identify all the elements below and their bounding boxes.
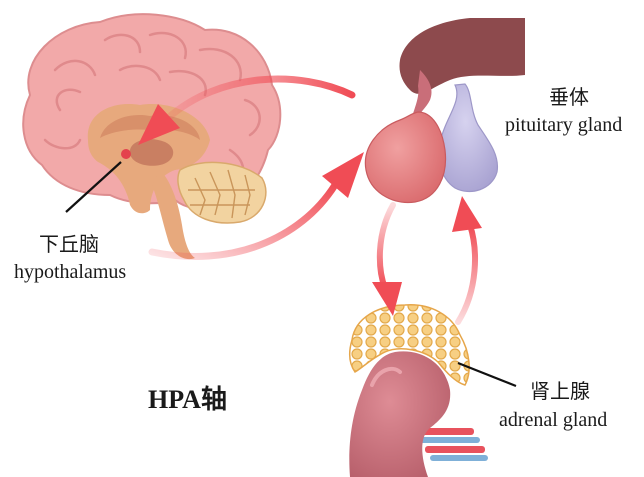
pituitary-label-en: pituitary gland <box>505 114 622 136</box>
arrow-pituitary-to-adrenal <box>380 205 393 288</box>
pituitary-illustration <box>365 18 525 202</box>
hypothalamus-marker <box>121 149 131 159</box>
thalamus <box>130 139 173 166</box>
pituitary-label-cn: 垂体 <box>549 86 589 109</box>
anterior-pituitary <box>365 112 445 202</box>
posterior-pituitary <box>439 84 497 191</box>
arrow-adrenal-to-pituitary <box>458 225 475 322</box>
adrenal-label-en: adrenal gland <box>499 409 607 431</box>
arrowhead-to-pituitary-feedback <box>452 196 482 232</box>
brain-tissue-block <box>399 18 525 94</box>
adrenal-label-cn: 肾上腺 <box>530 380 590 403</box>
adrenal-kidney-illustration <box>349 305 488 477</box>
hypothalamus-label-cn: 下丘脑 <box>39 233 99 256</box>
diagram-title: HPA轴 <box>148 385 227 414</box>
hypothalamus-label-en: hypothalamus <box>14 261 126 283</box>
cerebellum <box>178 162 266 223</box>
